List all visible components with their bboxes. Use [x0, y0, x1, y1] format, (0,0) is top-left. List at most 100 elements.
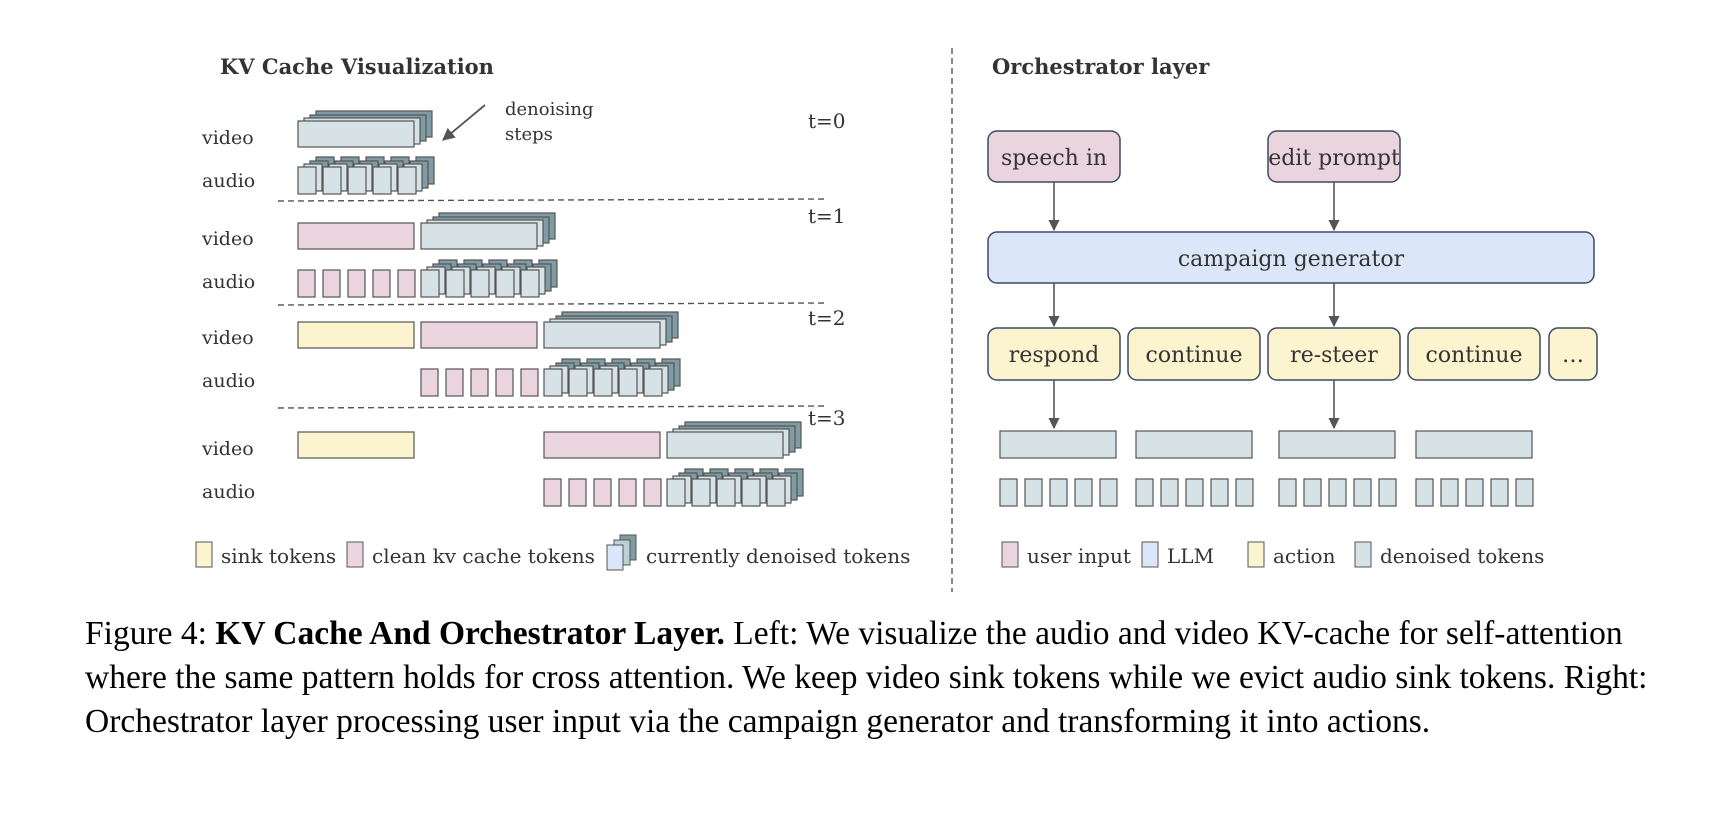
- orchestrator-audio-token: [1160, 478, 1179, 507]
- clean-audio-token: [347, 269, 366, 298]
- figure-diagram: KV Cache Visualization denoising steps v…: [195, 48, 1598, 592]
- orchestrator-audio-token: [1465, 478, 1484, 507]
- legend-denoised-label: currently denoised tokens: [646, 544, 910, 568]
- denoising-arrow: [442, 104, 486, 141]
- denoised-audio-token: [347, 166, 367, 195]
- orchestrator-audio-token: [1353, 478, 1372, 507]
- clean-audio-token: [520, 368, 539, 397]
- orchestrator-audio-token: [1490, 478, 1509, 507]
- orchestrator-audio-token: [1024, 478, 1043, 507]
- clean-audio-token: [618, 478, 637, 507]
- step-label-t0: t=0: [808, 109, 846, 133]
- orchestrator-audio-token: [1099, 478, 1118, 507]
- legend-llm-swatch: [1141, 541, 1159, 568]
- legend-denoised-swatch-front: [606, 544, 624, 571]
- denoised-audio-token: [568, 368, 588, 397]
- denoised-audio-token: [691, 478, 711, 507]
- action-label-continue: continue: [1146, 343, 1243, 368]
- caption-prefix: Figure 4:: [85, 615, 216, 652]
- clean-audio-token: [568, 478, 587, 507]
- step-separator: [277, 198, 826, 202]
- legend-llm-label: LLM: [1167, 544, 1214, 568]
- speech-in-label: speech in: [1001, 146, 1107, 171]
- clean-video-token: [543, 431, 661, 459]
- orchestrator-title: Orchestrator layer: [992, 54, 1210, 79]
- edit-prompt-label: edit prompt: [1268, 146, 1400, 171]
- orchestrator-legend: user input LLM action denoised tokens: [1001, 541, 1544, 568]
- orchestrator-panel: Orchestrator layer speech in edit prompt…: [987, 54, 1598, 568]
- orchestrator-audio-token: [1278, 478, 1297, 507]
- orchestrator-video-token: [1135, 430, 1253, 459]
- orchestrator-audio-token: [999, 478, 1018, 507]
- caption-bold-title: KV Cache And Orchestrator Layer.: [215, 615, 725, 652]
- legend-denoised-tokens-label: denoised tokens: [1380, 544, 1544, 568]
- campaign-generator-box: [987, 231, 1595, 284]
- audio-label-t0: audio: [202, 170, 255, 192]
- step-separator: [277, 405, 826, 409]
- clean-audio-token: [470, 368, 489, 397]
- orchestrator-audio-token: [1074, 478, 1093, 507]
- clean-audio-token: [643, 478, 662, 507]
- denoised-video-token: [297, 120, 415, 148]
- kv-cache-title: KV Cache Visualization: [220, 54, 494, 79]
- clean-audio-token: [397, 269, 416, 298]
- orchestrator-audio-token: [1328, 478, 1347, 507]
- denoised-audio-token: [716, 478, 736, 507]
- legend-denoised-tokens-swatch: [1354, 541, 1372, 568]
- legend-clean-label: clean kv cache tokens: [372, 544, 595, 568]
- orchestrator-audio-token: [1415, 478, 1434, 507]
- clean-audio-token: [445, 368, 464, 397]
- denoised-audio-token: [766, 478, 786, 507]
- clean-audio-token: [420, 368, 439, 397]
- action-box-ellipsis: [1548, 327, 1598, 381]
- legend-user-input-label: user input: [1027, 544, 1131, 568]
- caption-body: Left: We visualize the audio and video K…: [85, 615, 1648, 740]
- kv-legend: sink tokens clean kv cache tokens curren…: [195, 534, 910, 571]
- denoised-video-token: [543, 321, 661, 349]
- orchestrator-audio-token: [1235, 478, 1254, 507]
- denoised-video-token: [420, 222, 538, 250]
- denoised-audio-token: [666, 478, 686, 507]
- video-label-t0: video: [201, 127, 254, 149]
- step-label-t2: t=2: [808, 306, 846, 330]
- sink-video-token: [297, 321, 415, 349]
- legend-action-swatch: [1247, 541, 1265, 568]
- video-label-t2: video: [201, 327, 254, 349]
- denoised-audio-token: [618, 368, 638, 397]
- orchestrator-audio-token: [1185, 478, 1204, 507]
- orchestrator-video-token: [1278, 430, 1396, 459]
- denoised-audio-token: [470, 269, 490, 298]
- legend-sink-label: sink tokens: [221, 544, 336, 568]
- denoised-audio-token: [495, 269, 515, 298]
- orchestrator-audio-token: [1135, 478, 1154, 507]
- denoised-audio-token: [297, 166, 317, 195]
- video-label-t3: video: [201, 438, 254, 460]
- kv-cache-tokens: [297, 110, 804, 507]
- action-label-respond: respond: [1009, 343, 1099, 368]
- sink-video-token: [297, 431, 415, 459]
- denoised-audio-token: [397, 166, 417, 195]
- legend-clean-swatch: [346, 541, 364, 568]
- video-label-t1: video: [201, 228, 254, 250]
- legend-user-input-swatch: [1001, 541, 1019, 568]
- denoising-annotation-line1: denoising: [505, 99, 593, 120]
- denoised-audio-token: [543, 368, 563, 397]
- denoised-audio-token: [593, 368, 613, 397]
- legend-action-label: action: [1273, 544, 1336, 568]
- orchestrator-denoised-tokens: [999, 430, 1534, 507]
- orchestrator-audio-token: [1515, 478, 1534, 507]
- denoised-audio-token: [520, 269, 540, 298]
- denoised-audio-token: [643, 368, 663, 397]
- audio-label-t1: audio: [202, 271, 255, 293]
- orchestrator-video-token: [999, 430, 1117, 459]
- orchestrator-audio-token: [1210, 478, 1229, 507]
- denoised-audio-token: [445, 269, 465, 298]
- step-label-t1: t=1: [808, 204, 846, 228]
- campaign-generator-label: campaign generator: [1178, 247, 1405, 272]
- clean-video-token: [297, 222, 415, 250]
- clean-audio-token: [495, 368, 514, 397]
- clean-audio-token: [372, 269, 391, 298]
- clean-audio-token: [322, 269, 341, 298]
- action-label-ellipsis: …: [1562, 343, 1584, 368]
- denoised-audio-token: [322, 166, 342, 195]
